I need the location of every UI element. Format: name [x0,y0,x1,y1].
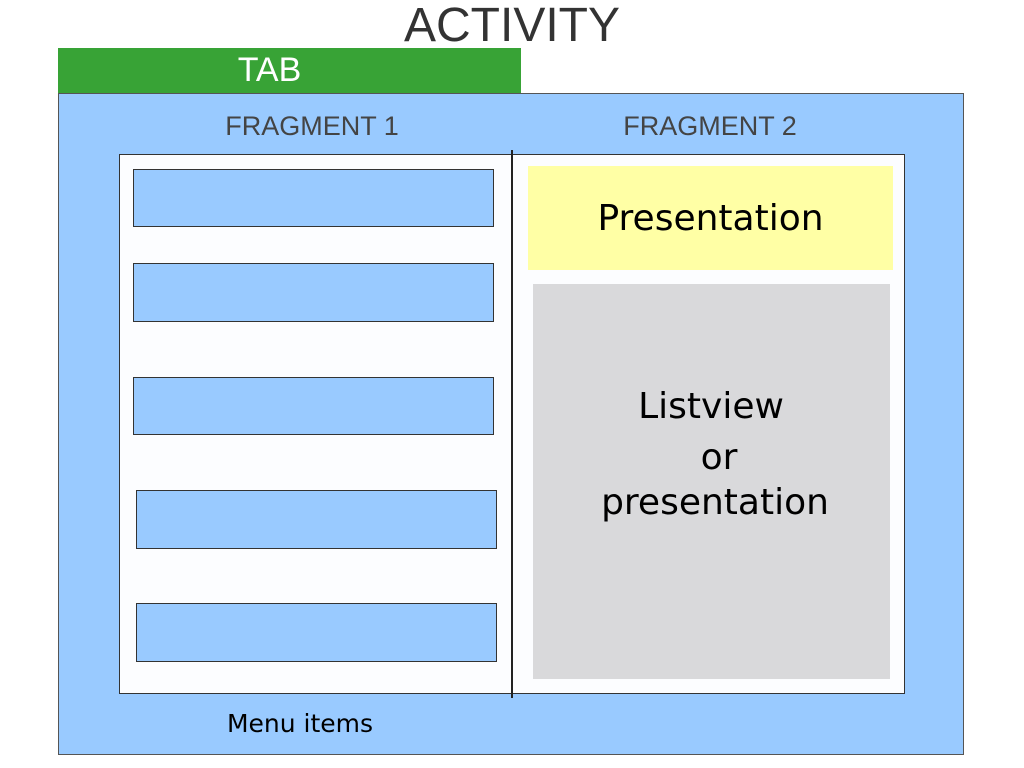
listview-label-line: presentation [601,482,829,523]
menu-items-caption: Menu items [226,709,374,738]
activity-title: ACTIVITY [403,0,621,52]
menu-item-box [133,263,494,322]
listview-box [533,284,890,679]
menu-item-box [136,603,497,662]
menu-item-box [136,490,497,549]
listview-label-line: or [700,437,738,478]
fragment-2-label: FRAGMENT 2 [623,111,797,141]
presentation-box: Presentation [528,166,893,270]
menu-item-box [133,169,494,227]
tab-bar [58,48,521,93]
listview-label-line: Listview [638,386,784,427]
menu-item-box [133,377,494,435]
fragment-1-label: FRAGMENT 1 [225,111,399,141]
presentation-label: Presentation [597,197,824,239]
tab-label: TAB [237,51,302,89]
fragment-divider [511,150,513,698]
